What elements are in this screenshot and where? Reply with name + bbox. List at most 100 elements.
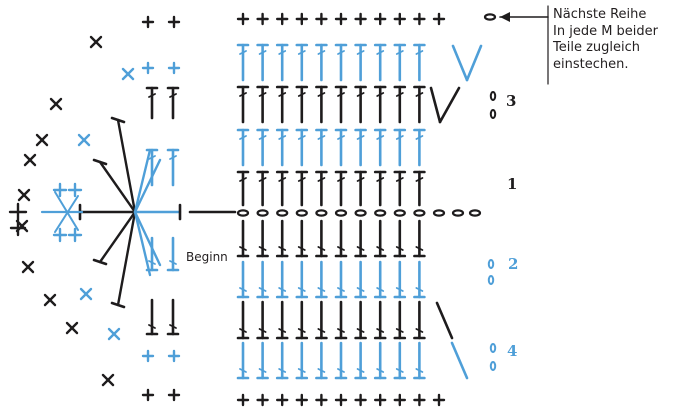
cross-stitch xyxy=(393,12,406,26)
cross-stitch xyxy=(354,12,367,26)
chain-stitch xyxy=(276,209,289,217)
treble-stitch xyxy=(295,85,309,124)
left-side-stitches xyxy=(141,15,181,402)
chain-stitch xyxy=(413,209,426,217)
treble-stitch xyxy=(393,219,407,258)
row-marker xyxy=(487,275,495,285)
treble-stitch xyxy=(166,148,180,187)
row-number-4: 4 xyxy=(507,342,518,360)
x-stitch xyxy=(49,97,63,111)
treble-stitch xyxy=(256,300,269,340)
cross-stitch xyxy=(141,388,155,402)
cross-stitch xyxy=(374,12,387,26)
treble-stitch xyxy=(413,43,426,82)
treble-stitch xyxy=(334,170,348,207)
treble-stitch xyxy=(354,170,367,207)
treble-stitch xyxy=(275,341,289,380)
x-stitch xyxy=(79,287,93,301)
treble-stitch xyxy=(166,86,180,120)
treble-stitch xyxy=(256,170,269,207)
row-blue-4 xyxy=(236,341,426,380)
x-stitch xyxy=(107,327,121,341)
x-stitch xyxy=(77,133,91,147)
x-stitch xyxy=(121,67,135,81)
cross-stitch xyxy=(276,12,289,26)
treble-stitch xyxy=(373,85,387,124)
treble-stitch xyxy=(275,128,289,167)
treble-stitch xyxy=(145,298,159,336)
cross-stitch xyxy=(167,15,181,29)
x-stitch xyxy=(21,260,35,274)
treble-stitch xyxy=(275,300,289,340)
treble-stitch xyxy=(236,341,250,380)
cross-stitch xyxy=(295,393,308,407)
treble-stitch xyxy=(256,219,269,258)
treble-stitch xyxy=(166,236,180,272)
chain-stitch xyxy=(354,209,367,217)
treble-stitch xyxy=(413,260,426,299)
x-stitch xyxy=(89,35,103,49)
chain-stitch xyxy=(393,209,406,217)
treble-stitch xyxy=(166,298,180,336)
cross-stitch xyxy=(413,12,426,26)
treble-stitch xyxy=(315,300,328,340)
treble-stitch xyxy=(413,341,426,380)
treble-stitch xyxy=(373,43,387,82)
treble-stitch xyxy=(236,43,250,82)
cross-stitch xyxy=(256,393,269,407)
cross-stitch xyxy=(9,219,27,237)
cross-stitch xyxy=(256,12,269,26)
annotation-line: Teile zugleich xyxy=(553,40,641,55)
treble-stitch xyxy=(315,43,328,82)
treble-stitch xyxy=(295,219,309,258)
x-stitch xyxy=(35,133,49,147)
treble-stitch xyxy=(275,170,289,207)
treble-stitch xyxy=(295,341,309,380)
row-marker xyxy=(489,109,497,119)
cross-stitch xyxy=(52,227,68,243)
annotation-line: In jede M beider xyxy=(553,23,659,39)
treble-stitch xyxy=(295,170,309,207)
annotation-line: einstechen. xyxy=(553,56,629,72)
annotation-line: Nächste Reihe xyxy=(553,7,647,22)
treble-stitch xyxy=(393,300,407,340)
treble-stitch xyxy=(275,85,289,124)
treble-stitch xyxy=(354,128,367,167)
chain-stitch xyxy=(256,209,269,217)
turning-lower xyxy=(435,301,469,380)
treble-stitch xyxy=(295,300,309,340)
x-stitch xyxy=(17,188,31,202)
x-stitch xyxy=(101,373,115,387)
row-blue-upper xyxy=(236,43,426,82)
next-row-arrow xyxy=(499,5,549,85)
row-black-1 xyxy=(236,170,426,207)
treble-stitch xyxy=(236,128,250,167)
treble-stitch xyxy=(315,170,328,207)
treble-stitch xyxy=(413,85,426,124)
cross-stitch xyxy=(295,12,308,26)
treble-stitch xyxy=(373,341,387,380)
treble-stitch xyxy=(354,219,367,258)
treble-stitch xyxy=(393,43,407,82)
treble-stitch xyxy=(315,85,328,124)
foundation-chain-row xyxy=(188,209,482,217)
chain-stitch xyxy=(451,209,465,217)
cross-stitch xyxy=(236,393,250,407)
treble-stitch xyxy=(295,43,309,82)
cross-stitch xyxy=(167,388,181,402)
treble-stitch xyxy=(256,260,269,299)
cross-stitch xyxy=(393,393,406,407)
x-stitch xyxy=(65,321,79,335)
cross-stitch xyxy=(432,393,446,407)
chain-stitch xyxy=(295,209,308,217)
treble-stitch xyxy=(334,85,348,124)
treble-stitch xyxy=(256,85,269,124)
cross-stitch xyxy=(52,182,68,198)
chain-stitch xyxy=(432,209,446,217)
treble-stitch xyxy=(315,341,328,380)
row-black-3 xyxy=(236,85,426,124)
treble-stitch xyxy=(236,170,250,207)
treble-stitch xyxy=(334,128,348,167)
